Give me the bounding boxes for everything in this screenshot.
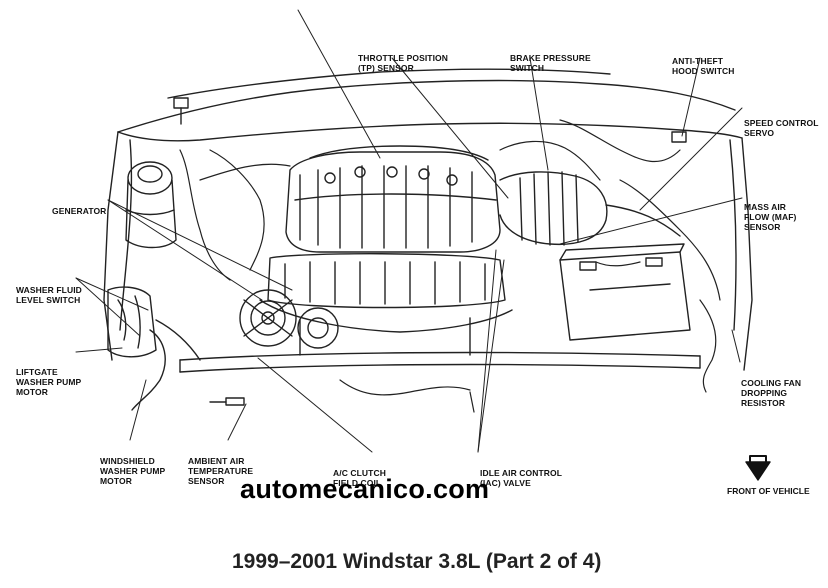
coolant-reservoir [125, 161, 177, 249]
intake-manifold [285, 145, 501, 253]
wiring-harness [179, 119, 721, 413]
ac-compressor [297, 307, 339, 349]
watermark: automecanico.com [240, 474, 490, 504]
washer-reservoir [107, 286, 201, 411]
engine-block [259, 253, 513, 356]
generator [239, 289, 297, 347]
label-idle-air-control-valve: IDLE AIR CONTROL(IAC) VALVE [480, 468, 563, 488]
battery [559, 243, 691, 341]
label-generator: GENERATOR [52, 206, 107, 216]
callout-lines [75, 9, 743, 453]
hood-outline [103, 68, 753, 371]
small-components [173, 97, 687, 406]
front-arrow-icon [745, 455, 771, 481]
diagram-caption: 1999–2001 Windstar 3.8L (Part 2 of 4) [232, 550, 602, 573]
radiator-support [179, 351, 701, 373]
label-throttle-position-sensor: THROTTLE POSITION(TP) SENSOR [358, 53, 449, 73]
front-of-vehicle-label: FRONT OF VEHICLE [727, 486, 810, 496]
air-intake-duct [499, 171, 681, 246]
